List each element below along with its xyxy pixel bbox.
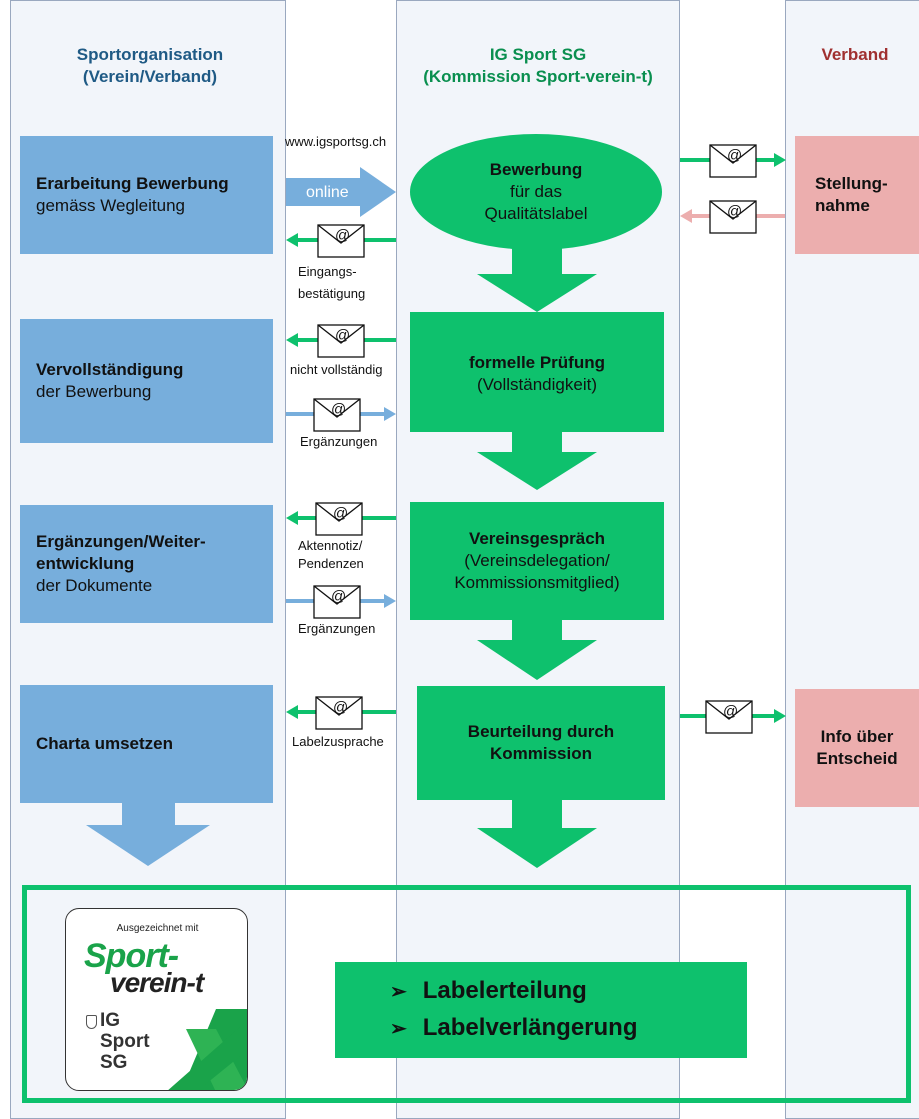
result-frame	[22, 885, 911, 1103]
envelope-at-2: @	[335, 327, 351, 344]
arrow-nicht-vollstaendig	[286, 324, 396, 358]
aktennotiz-label-1: Aktennotiz/	[298, 538, 363, 553]
lane-left-header: Sportorganisation (Verein/Verband)	[20, 44, 280, 88]
ellipse-bewerbung-line2: für das	[510, 182, 562, 201]
ellipse-bewerbung: Bewerbung für das Qualitätslabel	[410, 134, 662, 250]
box-ergaenzungen-sub: der Dokumente	[36, 576, 153, 595]
box-ergaenzungen-title-2: entwicklung	[36, 554, 135, 573]
arrow-ergaenzungen-1	[286, 398, 396, 432]
box-charta-umsetzen: Charta umsetzen	[20, 685, 273, 803]
online-arrow	[286, 167, 396, 217]
box-erarbeitung-title: Erarbeitung Bewerbung	[36, 174, 229, 193]
envelope-at-7: @	[727, 147, 743, 164]
box-charta-title: Charta umsetzen	[36, 734, 173, 753]
result-item-label-1: Labelerteilung	[422, 977, 587, 1004]
box-erarbeitung-sub: gemäss Wegleitung	[36, 196, 185, 215]
box-stellungnahme-line1: Stellung-	[815, 174, 888, 193]
lane-right-header: Verband	[785, 44, 919, 66]
box-beurteilung: Beurteilung durch Kommission	[417, 686, 665, 800]
logo-sport: Sport	[100, 1031, 150, 1052]
down-arrow-1	[477, 244, 597, 312]
arrow-labelzusprache	[286, 696, 396, 730]
box-info-entscheid-line1: Info über	[820, 727, 894, 746]
envelope-at-8: @	[727, 203, 743, 220]
ellipse-bewerbung-line3: Qualitätslabel	[484, 204, 588, 223]
envelope-at-1: @	[335, 227, 351, 244]
down-arrow-2	[477, 432, 597, 490]
result-item-1: ➢ Labelerteilung	[390, 973, 747, 1010]
down-arrow-4	[477, 800, 597, 868]
online-label: online	[306, 184, 349, 201]
eingang-label-2: bestätigung	[298, 286, 366, 301]
down-arrow-blue	[86, 800, 210, 866]
box-vervollstaendigung: Vervollständigung der Bewerbung	[20, 319, 273, 443]
lane-middle-header: IG Sport SG (Kommission Sport-verein-t)	[396, 44, 680, 88]
result-item-2: ➢ Labelverlängerung	[390, 1010, 747, 1047]
box-vereinsgespraech-sub-2: Kommissionsmitglied)	[454, 573, 620, 592]
logo-word-sport: Sport-	[84, 937, 179, 975]
sport-verein-t-logo: Ausgezeichnet mit Sport- verein-t IG Spo…	[65, 908, 248, 1091]
labelzusprache-label: Labelzusprache	[292, 734, 384, 749]
lane-left-title: Sportorganisation	[76, 45, 224, 64]
logo-sg: SG	[100, 1052, 128, 1073]
box-vervollstaendigung-title: Vervollständigung	[36, 360, 184, 379]
box-stellungnahme: Stellung- nahme	[795, 136, 919, 254]
box-vereinsgespraech: Vereinsgespräch (Vereinsdelegation/ Komm…	[410, 502, 664, 620]
box-formelle-pruefung-sub: (Vollständigkeit)	[476, 375, 597, 394]
envelope-at-9: @	[723, 703, 739, 720]
lane-right-title: Verband	[821, 45, 889, 64]
envelope-at-5: @	[331, 588, 347, 605]
ergaenzungen-label-2: Ergänzungen	[298, 621, 376, 636]
lane-middle-title: IG Sport SG	[489, 45, 587, 64]
aktennotiz-label-2: Pendenzen	[298, 556, 364, 571]
box-info-entscheid-line2: Entscheid	[816, 749, 898, 768]
box-info-entscheid: Info über Entscheid	[795, 689, 919, 807]
result-item-label-2: Labelverlängerung	[422, 1014, 638, 1041]
box-vervollstaendigung-sub: der Bewerbung	[36, 382, 152, 401]
lane-middle-subtitle: (Kommission Sport-verein-t)	[423, 67, 653, 86]
box-ergaenzungen-title-1: Ergänzungen/Weiter-	[36, 532, 206, 551]
shield-icon	[86, 1015, 97, 1029]
result-box: ➢ Labelerteilung ➢ Labelverlängerung	[335, 962, 747, 1058]
box-vereinsgespraech-title: Vereinsgespräch	[468, 529, 606, 548]
arrow-to-verband-1	[680, 144, 786, 178]
url-label: www.igsportsg.ch	[285, 134, 387, 149]
arrow-aktennotiz	[286, 502, 396, 536]
envelope-at-6: @	[333, 699, 349, 716]
envelope-at-4: @	[333, 505, 349, 522]
box-formelle-pruefung-title: formelle Prüfung	[468, 353, 605, 372]
eingang-label-1: Eingangs-	[298, 264, 357, 279]
down-arrow-3	[477, 620, 597, 680]
box-vereinsgespraech-sub-1: (Vereinsdelegation/	[464, 551, 610, 570]
box-ergaenzungen-weiterentwicklung: Ergänzungen/Weiter- entwicklung der Doku…	[20, 505, 273, 623]
arrow-from-verband	[680, 200, 785, 234]
arrow-eingang	[286, 224, 396, 258]
lane-left-subtitle: (Verein/Verband)	[82, 67, 218, 86]
arrow-to-verband-2	[680, 700, 786, 734]
box-beurteilung-title-2: Kommission	[489, 744, 593, 763]
ergaenzungen-label-1: Ergänzungen	[300, 434, 378, 449]
logo-word-verein: verein-t	[110, 967, 204, 998]
box-erarbeitung-bewerbung: Erarbeitung Bewerbung gemäss Wegleitung	[20, 136, 273, 254]
box-beurteilung-title-1: Beurteilung durch	[467, 722, 615, 741]
envelope-at-3: @	[331, 401, 347, 418]
box-formelle-pruefung: formelle Prüfung (Vollständigkeit)	[410, 312, 664, 432]
arrow-ergaenzungen-2	[286, 585, 396, 619]
box-stellungnahme-line2: nahme	[815, 196, 870, 215]
nicht-vollstaendig-label: nicht vollständig	[290, 362, 383, 377]
logo-ig: IG	[100, 1010, 121, 1031]
logo-cross-shape	[168, 1009, 247, 1090]
logo-top-text: Ausgezeichnet mit	[116, 923, 199, 934]
bullet-arrow-icon: ➢	[390, 981, 407, 1003]
ellipse-bewerbung-title: Bewerbung	[489, 160, 583, 179]
bullet-arrow-icon: ➢	[390, 1018, 407, 1040]
